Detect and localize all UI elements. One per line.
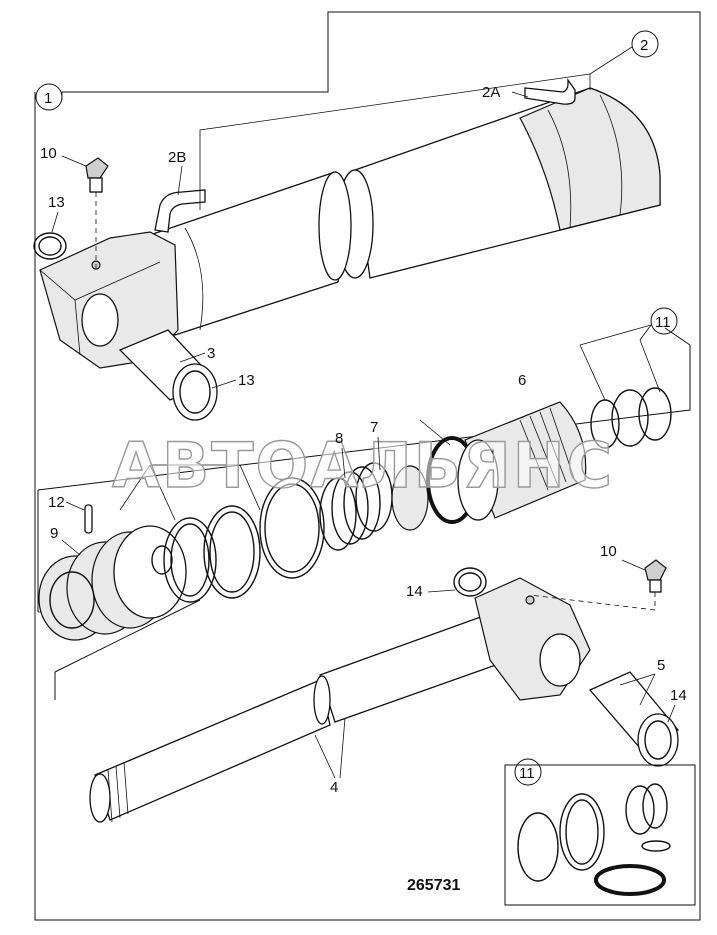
callout-13-top-label: 13 [48,194,65,211]
callout-4-label: 4 [330,779,338,796]
callout-6-label: 6 [518,372,526,389]
callout-13-bottom-label: 13 [238,372,255,389]
callout-5-label: 5 [657,657,665,674]
piston-rod [54,559,680,823]
watermark-text: АВТОАЛЬЯНС [112,429,614,502]
callout-3-label: 3 [207,345,215,362]
callout-2a-label: 2A [482,84,500,101]
callout-2: 2 [589,30,659,90]
callout-11-top-label: 11 [655,314,671,331]
callout-11-top: 11 [579,307,678,346]
callout-10-bottom-label: 10 [600,543,617,560]
callout-11-inset: 11 [514,758,542,786]
outer-frame [34,11,701,921]
seal-kit-frame [37,327,691,612]
drawing-number: 265731 [407,877,460,894]
callout-11-inset-label: 11 [519,765,535,782]
callout-12-label: 12 [48,494,65,511]
callout-9-label: 9 [50,525,58,542]
callout-10-top-label: 10 [40,145,57,162]
callout-2b-label: 2B [168,149,186,166]
callout-14-left-label: 14 [406,583,423,600]
seal-kit-inset [504,764,696,906]
piston-assembly [38,339,672,641]
callout-2-label: 2 [640,37,648,54]
callout-1: 1 [35,83,63,111]
seal-kit-inset-parts [517,783,671,896]
callout-14-right-label: 14 [670,687,687,704]
callout-1-label: 1 [44,90,52,107]
callout-8-label: 8 [335,430,343,447]
cylinder-barrel [33,77,661,421]
callout-7-label: 7 [370,419,378,436]
